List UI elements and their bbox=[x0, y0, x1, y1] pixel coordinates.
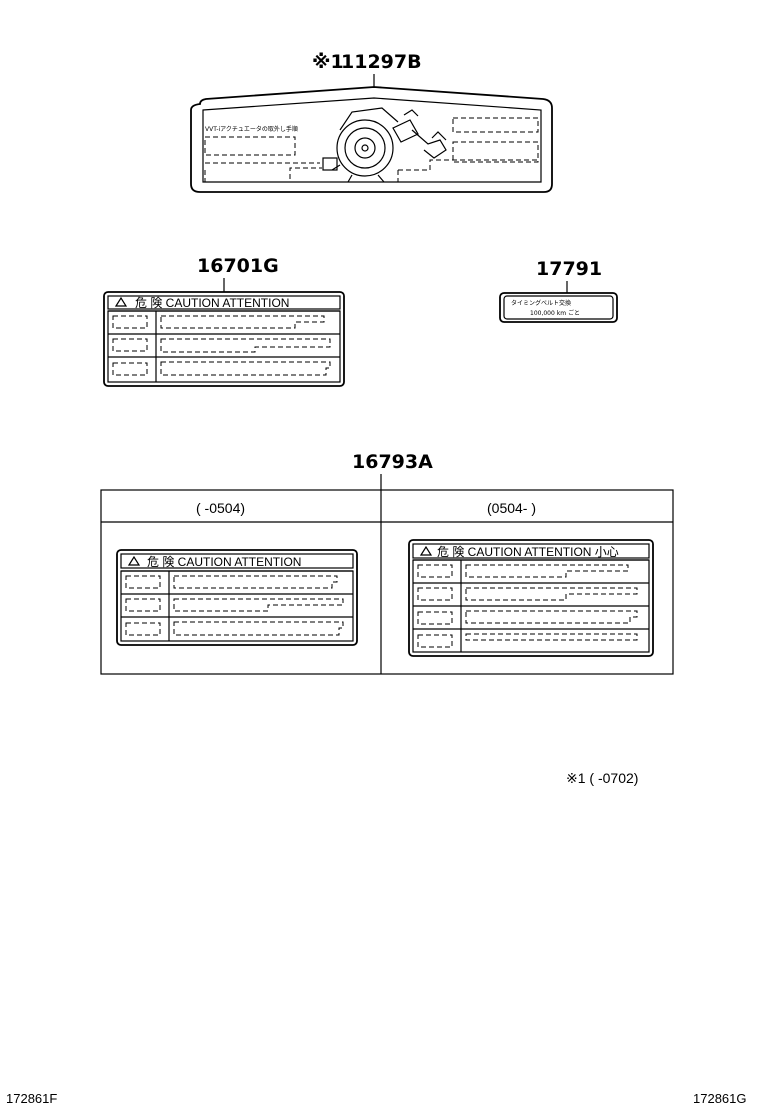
part-17791-number: 17791 bbox=[536, 258, 602, 280]
part-17791-line1: タイミングベルト交換 bbox=[511, 299, 571, 307]
label-left-0504: 危 険 CAUTION ATTENTION bbox=[116, 549, 358, 646]
vvt-actuator-icon bbox=[331, 107, 447, 183]
footnote: ※1 ( -0702) bbox=[566, 770, 638, 786]
part-16701g: 16701G 危 険 CAUTION ATTENTION bbox=[103, 255, 345, 387]
part-17791: 17791 タイミングベルト交換 100,000 km ごと bbox=[499, 258, 618, 323]
warning-triangle-icon bbox=[114, 296, 128, 307]
label-left-header: 危 険 CAUTION ATTENTION bbox=[147, 555, 301, 569]
warning-triangle-icon bbox=[419, 545, 433, 556]
version-table bbox=[100, 489, 674, 675]
label-right-0504: 危 険 CAUTION ATTENTION 小心 bbox=[408, 539, 654, 657]
part-16701g-header: 危 険 CAUTION ATTENTION bbox=[135, 296, 289, 310]
small-connector-icon bbox=[322, 157, 338, 171]
table-header-right: (0504- ) bbox=[487, 500, 536, 516]
warning-triangle-icon bbox=[127, 555, 141, 566]
part-11297b-note-mark: ※1 bbox=[312, 51, 344, 73]
part-16793a-number: 16793A bbox=[352, 451, 433, 473]
label-right-header: 危 険 CAUTION ATTENTION 小心 bbox=[437, 545, 619, 559]
part-11297b: ※1 11297B VVT-iアクチュエータの取外し手順 bbox=[190, 51, 553, 193]
footer-right-code: 172861G bbox=[693, 1091, 747, 1106]
part-11297b-number: 11297B bbox=[341, 51, 422, 73]
part-16793a: 16793A ( -0504) (0504- ) 危 険 CAUTION ATT… bbox=[100, 451, 674, 675]
part-16701g-number: 16701G bbox=[197, 255, 279, 277]
part-17791-line2: 100,000 km ごと bbox=[530, 309, 580, 317]
table-header-left: ( -0504) bbox=[196, 500, 245, 516]
footer-left-code: 172861F bbox=[6, 1091, 57, 1106]
part-11297b-label-text: VVT-iアクチュエータの取外し手順 bbox=[205, 125, 298, 133]
